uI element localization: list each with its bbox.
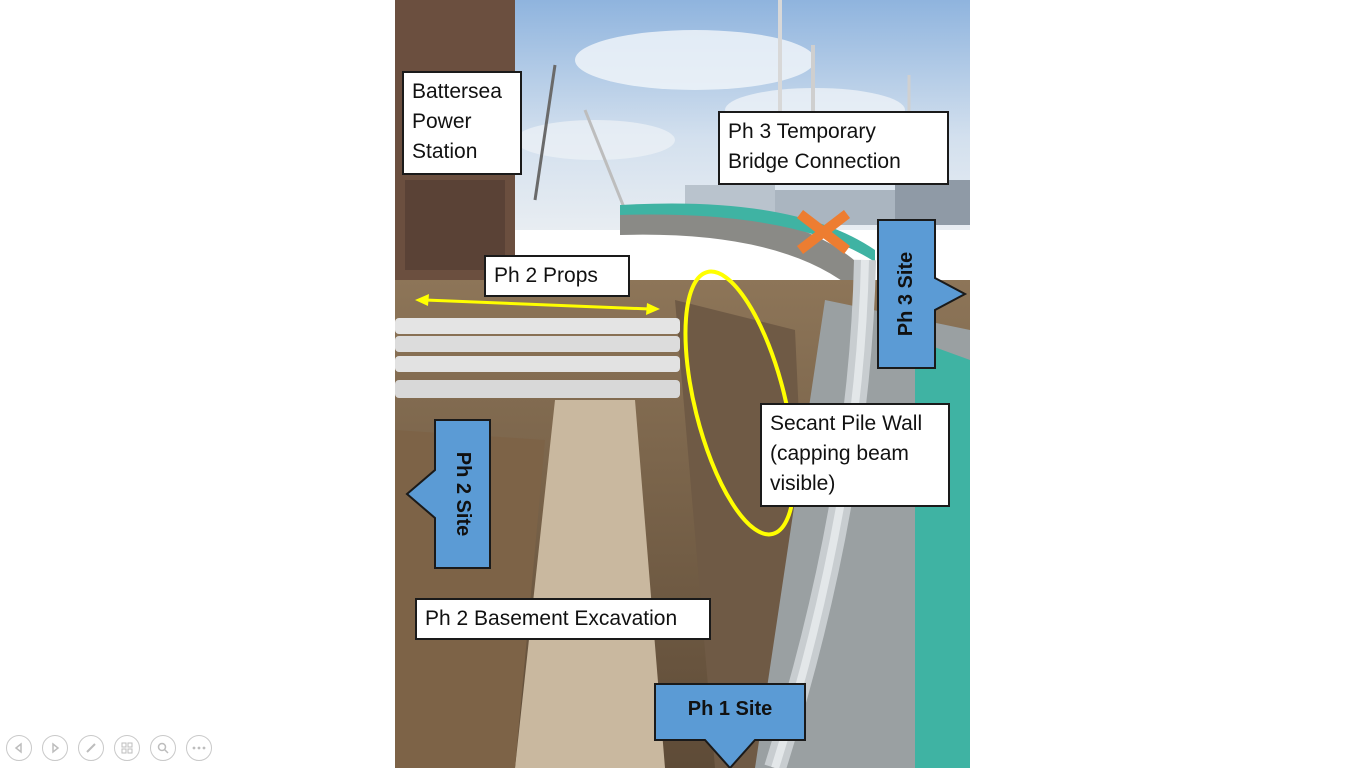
ph2-props-label: Ph 2 Props bbox=[484, 255, 630, 297]
presentation-toolbar bbox=[6, 735, 212, 763]
secant-label-line2: (capping beam bbox=[770, 442, 909, 465]
ph1-site-label: Ph 1 Site bbox=[687, 698, 773, 720]
previous-arrow-icon[interactable] bbox=[6, 735, 32, 761]
ph3-site-label: Ph 3 Site bbox=[895, 251, 917, 337]
ph3-bridge-label-line2: Bridge Connection bbox=[728, 150, 901, 173]
ph3-temporary-bridge-label: Ph 3 Temporary Bridge Connection bbox=[718, 111, 949, 185]
bridge-connection-marker bbox=[796, 210, 851, 254]
ph2-site-label: Ph 2 Site bbox=[452, 451, 474, 537]
secant-label-line3: visible) bbox=[770, 472, 836, 495]
slide: Battersea Power Station Ph 3 Temporary B… bbox=[395, 0, 970, 768]
zoom-icon[interactable] bbox=[150, 735, 176, 761]
slides-grid-icon[interactable] bbox=[114, 735, 140, 761]
pen-icon[interactable] bbox=[78, 735, 104, 761]
battersea-power-station-label: Battersea Power Station bbox=[402, 71, 522, 175]
more-options-icon[interactable] bbox=[186, 735, 212, 761]
ph2-basement-excavation-label: Ph 2 Basement Excavation bbox=[415, 598, 711, 640]
ph2-props-text: Ph 2 Props bbox=[494, 264, 598, 287]
ph3-bridge-label-line1: Ph 3 Temporary bbox=[728, 120, 876, 143]
battersea-label-line3: Station bbox=[412, 140, 478, 163]
battersea-label-line1: Battersea bbox=[412, 80, 502, 103]
battersea-label-line2: Power bbox=[412, 110, 472, 133]
ph2-basement-text: Ph 2 Basement Excavation bbox=[425, 607, 678, 630]
next-arrow-icon[interactable] bbox=[42, 735, 68, 761]
secant-label-line1: Secant Pile Wall bbox=[770, 412, 923, 435]
secant-pile-wall-label: Secant Pile Wall (capping beam visible) bbox=[760, 403, 950, 507]
